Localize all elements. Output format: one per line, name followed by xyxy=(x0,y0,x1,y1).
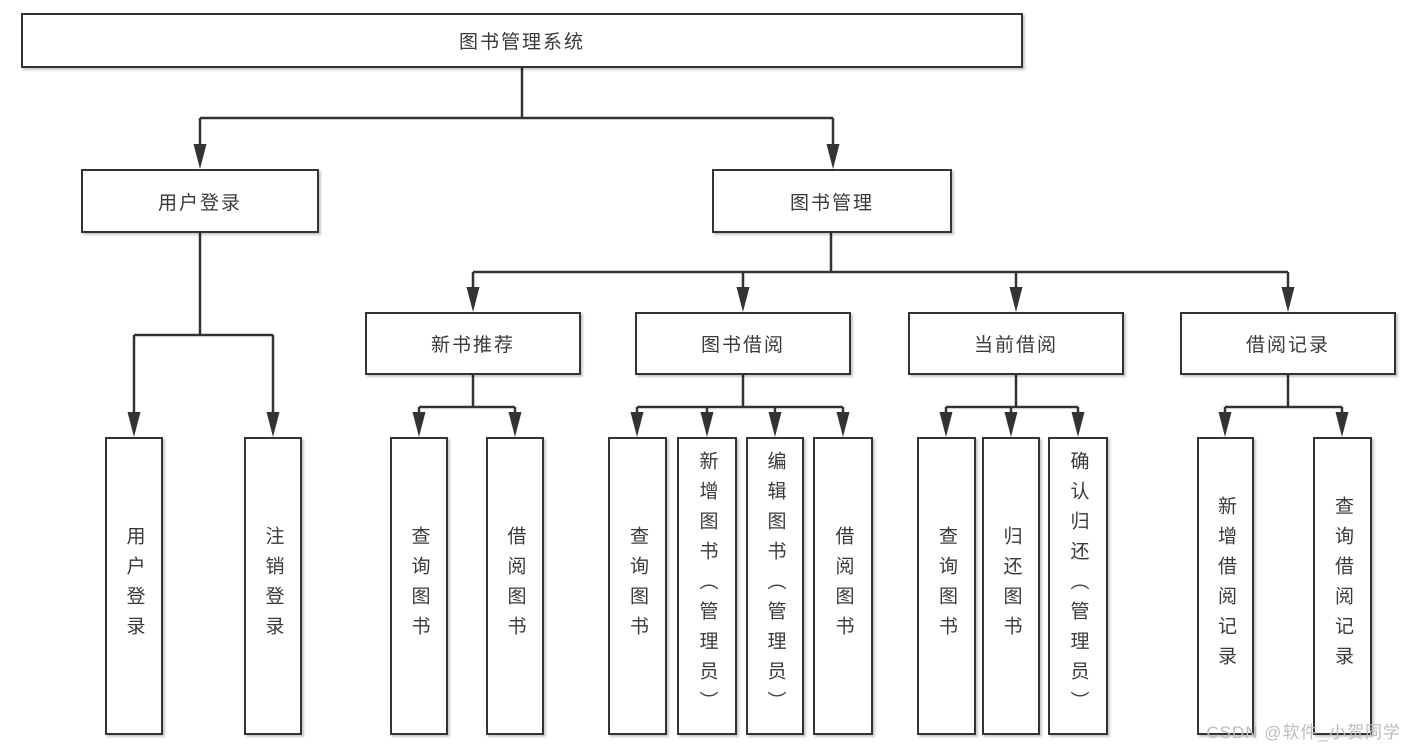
node-leaf-query-books-recommendation: 查询图书 xyxy=(390,437,448,735)
node-leaf-query-books-borrowing: 查询图书 xyxy=(608,437,667,735)
node-leaf-borrow-books: 借阅图书 xyxy=(813,437,873,735)
node-book-management: 图书管理 xyxy=(712,169,952,233)
node-leaf-add-borrow-record: 新增借阅记录 xyxy=(1197,437,1254,735)
node-leaf-query-borrow-record: 查询借阅记录 xyxy=(1313,437,1372,735)
node-new-book-recommendation: 新书推荐 xyxy=(365,312,581,375)
node-current-borrowing: 当前借阅 xyxy=(908,312,1124,375)
node-leaf-query-books-current: 查询图书 xyxy=(917,437,976,735)
node-leaf-add-books-admin: 新增图书（管理员） xyxy=(677,437,737,735)
node-borrowing-records: 借阅记录 xyxy=(1180,312,1396,375)
node-user-login: 用户登录 xyxy=(81,169,319,233)
node-leaf-logout: 注销登录 xyxy=(244,437,302,735)
node-leaf-return-books: 归还图书 xyxy=(982,437,1040,735)
node-leaf-confirm-return-admin: 确认归还（管理员） xyxy=(1048,437,1108,735)
node-leaf-edit-books-admin: 编辑图书（管理员） xyxy=(746,437,804,735)
node-leaf-borrow-books-recommendation: 借阅图书 xyxy=(486,437,544,735)
node-library-management-system: 图书管理系统 xyxy=(21,13,1023,68)
csdn-watermark: CSDN @软件_小贺同学 xyxy=(1206,723,1401,742)
arrowheads xyxy=(127,144,1349,437)
node-book-borrowing: 图书借阅 xyxy=(635,312,851,375)
node-leaf-user-login: 用户登录 xyxy=(105,437,163,735)
